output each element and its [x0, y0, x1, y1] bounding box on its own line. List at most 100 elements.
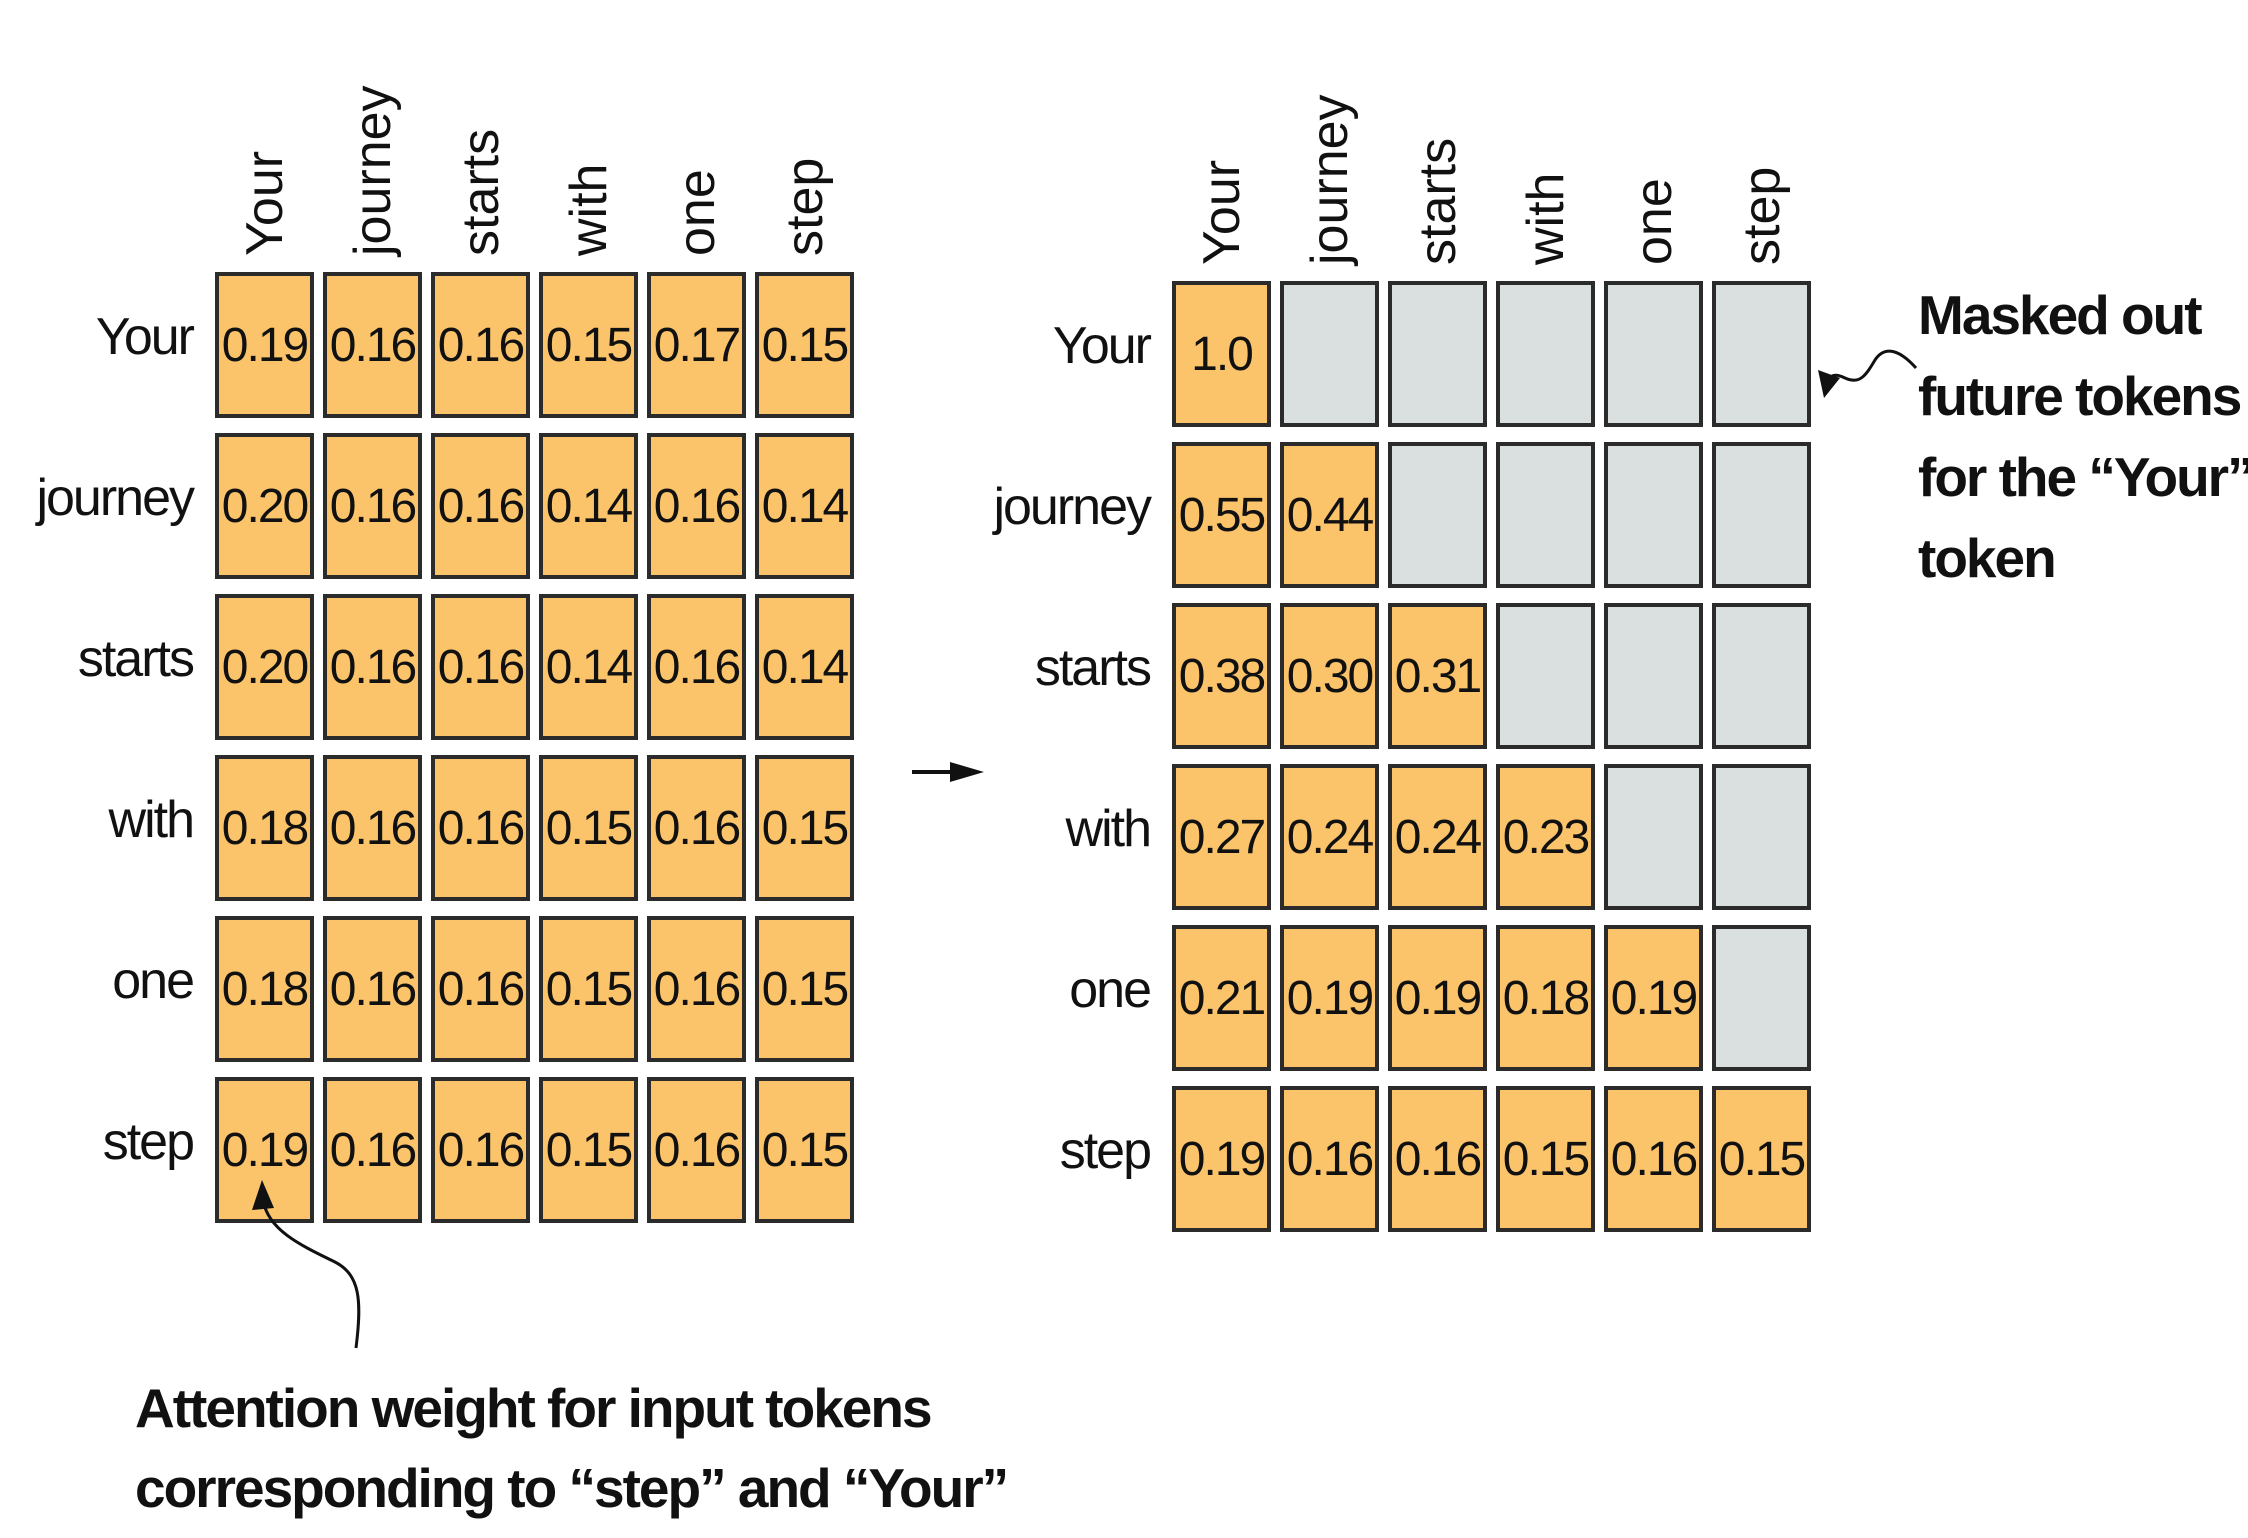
weight-cell: 0.16: [1388, 1086, 1487, 1232]
column-label-step: step: [775, 157, 834, 256]
weight-cell: 0.15: [755, 1077, 854, 1223]
weight-cell: 0.18: [215, 916, 314, 1062]
transform-arrow: [912, 762, 984, 782]
column-label-one: one: [1624, 178, 1683, 265]
column-label-your: Your: [1192, 159, 1251, 265]
masked-cell: [1712, 442, 1811, 588]
weight-cell: 0.27: [1172, 764, 1271, 910]
row-label-starts: starts: [77, 630, 195, 688]
weight-cell: 0.16: [431, 755, 530, 901]
weight-cell: 0.19: [1172, 1086, 1271, 1232]
attention-annotation-line: corresponding to “step” and “Your”: [135, 1457, 1009, 1519]
row-label-your: Your: [95, 308, 195, 366]
weight-cell: 0.19: [1280, 925, 1379, 1071]
masked-annotation-line: future tokens: [1918, 365, 2242, 427]
weight-cell: 0.16: [647, 916, 746, 1062]
masked-cell: [1388, 442, 1487, 588]
weight-cell: 0.16: [647, 594, 746, 740]
attention-annotation-line: Attention weight for input tokens: [135, 1377, 933, 1439]
weight-cell: 0.15: [539, 272, 638, 418]
weight-cell: 0.19: [1604, 925, 1703, 1071]
weight-cell: 0.15: [539, 916, 638, 1062]
weight-cell: 0.16: [323, 755, 422, 901]
row-label-journey: journey: [36, 469, 195, 527]
masked-cell: [1604, 281, 1703, 427]
masked-cell: [1280, 281, 1379, 427]
weight-cell: 0.14: [755, 594, 854, 740]
row-label-step: step: [102, 1113, 195, 1171]
weight-cell: 0.24: [1280, 764, 1379, 910]
row-label-journey: journey: [993, 478, 1152, 536]
weight-cell: 0.16: [323, 1077, 422, 1223]
weight-cell: 0.16: [431, 916, 530, 1062]
weight-cell: 0.15: [755, 916, 854, 1062]
masked-cell: [1712, 603, 1811, 749]
masked-cell: [1604, 442, 1703, 588]
masked-annotation-line: token: [1918, 527, 2057, 589]
column-label-journey: journey: [1300, 94, 1359, 265]
weight-cell: 0.15: [755, 272, 854, 418]
column-label-your: Your: [235, 150, 294, 256]
row-label-step: step: [1059, 1122, 1152, 1180]
masked-cell: [1712, 281, 1811, 427]
row-label-with: with: [1065, 800, 1152, 858]
weight-cell: 0.16: [323, 272, 422, 418]
row-label-with: with: [108, 791, 195, 849]
weight-cell: 0.55: [1172, 442, 1271, 588]
column-label-starts: starts: [1408, 137, 1467, 265]
weight-cell: 0.15: [1496, 1086, 1595, 1232]
weight-cell: 1.0: [1172, 281, 1271, 427]
masked-cell: [1388, 281, 1487, 427]
weight-cell: 0.15: [539, 755, 638, 901]
weight-cell: 0.20: [215, 594, 314, 740]
weight-cell: 0.17: [647, 272, 746, 418]
masked-cell: [1496, 281, 1595, 427]
column-label-starts: starts: [451, 128, 510, 256]
column-label-one: one: [667, 169, 726, 256]
weight-cell: 0.44: [1280, 442, 1379, 588]
weight-cell: 0.16: [647, 433, 746, 579]
weight-cell: 0.18: [1496, 925, 1595, 1071]
weight-cell: 0.18: [215, 755, 314, 901]
weight-cell: 0.15: [1712, 1086, 1811, 1232]
weight-cell: 0.16: [647, 1077, 746, 1223]
row-label-your: Your: [1052, 317, 1152, 375]
weight-cell: 0.16: [431, 594, 530, 740]
column-label-step: step: [1732, 166, 1791, 265]
masked-annotation-line: for the “Your”: [1918, 446, 2248, 508]
masked-cell: [1604, 603, 1703, 749]
masked-cell: [1712, 925, 1811, 1071]
weight-cell: 0.16: [431, 1077, 530, 1223]
weight-cell: 0.31: [1388, 603, 1487, 749]
weight-cell: 0.14: [755, 433, 854, 579]
weight-cell: 0.16: [1604, 1086, 1703, 1232]
masked-pointer-arrow: [1818, 349, 1918, 398]
row-label-starts: starts: [1034, 639, 1152, 697]
masked-cell: [1496, 603, 1595, 749]
weight-cell: 0.19: [1388, 925, 1487, 1071]
weight-cell: 0.16: [1280, 1086, 1379, 1232]
weight-cell: 0.16: [431, 433, 530, 579]
weight-cell: 0.21: [1172, 925, 1271, 1071]
column-label-with: with: [559, 163, 618, 256]
weight-cell: 0.14: [539, 433, 638, 579]
weight-cell: 0.24: [1388, 764, 1487, 910]
masked-tokens-annotation: Masked out future tokens for the “Your” …: [1918, 275, 2248, 599]
weight-cell: 0.38: [1172, 603, 1271, 749]
masked-cell: [1496, 442, 1595, 588]
weight-cell: 0.20: [215, 433, 314, 579]
weight-cell: 0.16: [323, 433, 422, 579]
column-label-with: with: [1516, 172, 1575, 265]
weight-cell: 0.19: [215, 272, 314, 418]
weight-cell: 0.14: [539, 594, 638, 740]
weight-cell: 0.16: [323, 594, 422, 740]
weight-cell: 0.23: [1496, 764, 1595, 910]
weight-cell: 0.15: [539, 1077, 638, 1223]
row-label-one: one: [112, 952, 195, 1010]
weight-cell: 0.15: [755, 755, 854, 901]
row-label-one: one: [1069, 961, 1152, 1019]
weight-cell: 0.16: [647, 755, 746, 901]
column-label-journey: journey: [343, 85, 402, 256]
